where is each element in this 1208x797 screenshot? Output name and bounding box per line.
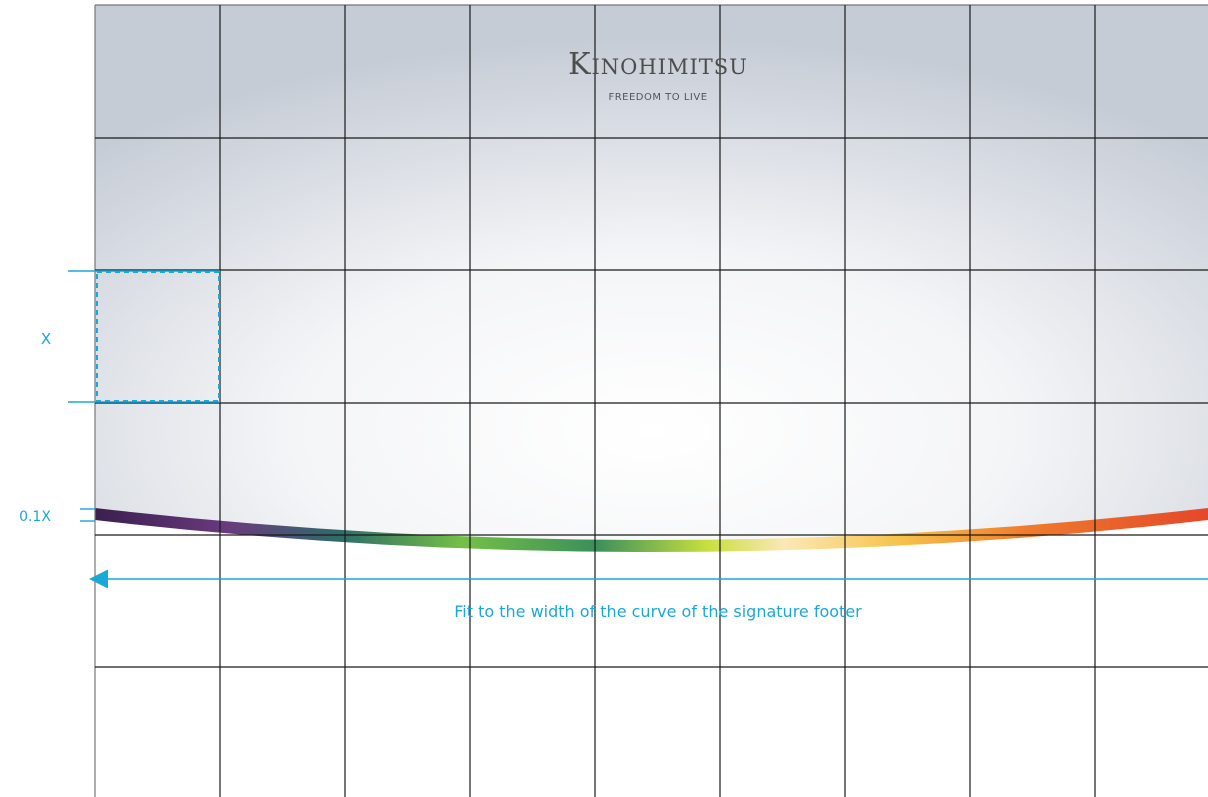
background-panel bbox=[95, 5, 1208, 548]
unit-x-annotation: X bbox=[41, 270, 220, 403]
footer-height-annotation: 0.1X bbox=[19, 508, 95, 525]
signature-footer-curve bbox=[95, 508, 1208, 552]
footer-height-label: 0.1X bbox=[19, 509, 51, 525]
width-annotation: Fit to the width of the curve of the sig… bbox=[89, 569, 1208, 621]
brand-name: Kinohimitsu bbox=[568, 47, 748, 82]
brand-tagline: FREEDOM TO LIVE bbox=[608, 92, 707, 103]
width-note: Fit to the width of the curve of the sig… bbox=[454, 602, 862, 621]
unit-x-label: X bbox=[41, 330, 51, 348]
grid bbox=[94, 4, 1208, 797]
